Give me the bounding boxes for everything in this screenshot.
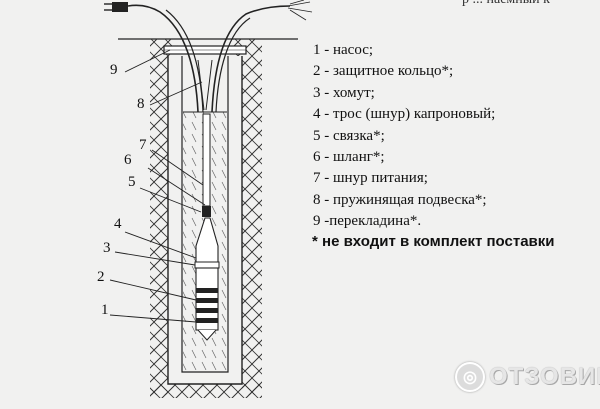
legend-note: * не входит в комплект поставки [312,232,555,250]
casing-inner [181,56,229,373]
callout-8: 8 [137,96,145,112]
callout-6: 6 [124,152,132,168]
casing-pipe [167,56,243,385]
callout-9: 9 [110,62,118,78]
callout-3: 3 [103,240,111,256]
legend-item-4: 4 - трос (шнур) капроновый; [313,106,496,123]
callout-1: 1 [101,302,109,318]
callout-7: 7 [139,137,147,153]
legend-item-6: 6 - шланг*; [313,149,385,166]
legend-item-3: 3 - хомут; [313,84,375,101]
leader-lines [109,49,206,323]
legend-item-1: 1 - насос; [313,42,374,58]
soil-right [233,39,262,395]
power-cable [127,4,199,113]
watermark-text: ОТЗОВИК [489,363,600,390]
legend-item-5: 5 - связка*; [313,127,385,144]
protective-rings [196,288,218,323]
legend-item-7: 7 - шнур питания; [313,170,428,187]
clamp [194,261,220,269]
otzovik-logo-icon: ◎ [455,362,485,392]
legend-item-8: 8 - пружинящая подвеска*; [313,191,487,208]
soil-bottom [150,384,262,398]
pump-tip [197,329,217,341]
soil-left [150,39,178,395]
callout-5: 5 [128,174,136,190]
header-fragment: р ... наемный к [462,0,550,8]
spring-suspension [197,59,213,111]
callout-4: 4 [114,216,122,232]
rope [211,5,291,113]
callout-2: 2 [97,269,105,285]
watermark: ◎ ОТЗОВИК [455,362,600,392]
hose [202,113,211,207]
legend-item-9: 9 -перекладина*. [313,213,422,230]
plug-icon [104,2,128,12]
legend: 1 - насос; 2 - защитное кольцо*; 3 - хом… [312,40,598,250]
wire-ends [287,0,313,21]
tie [202,206,211,217]
legend-item-2: 2 - защитное кольцо*; [313,63,454,80]
